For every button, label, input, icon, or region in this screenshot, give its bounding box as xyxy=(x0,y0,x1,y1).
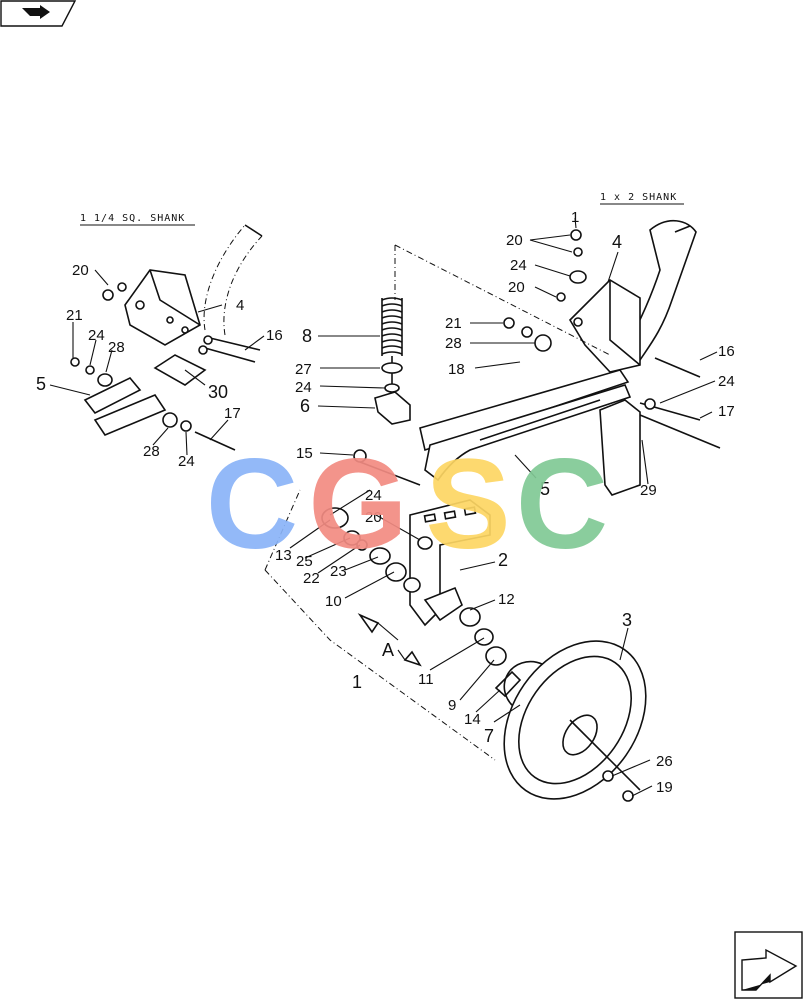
callout-20-right: 20 xyxy=(506,232,523,249)
shank-label-left: 1 1/4 SQ. SHANK xyxy=(80,213,185,224)
callout-3: 3 xyxy=(622,610,632,630)
callout-29: 29 xyxy=(640,482,657,499)
callout-20-left: 20 xyxy=(72,262,89,279)
callout-21-mid: 21 xyxy=(445,315,462,332)
watermark-letter: C xyxy=(206,433,298,576)
callout-26: 26 xyxy=(656,753,673,770)
callout-28-mid: 28 xyxy=(445,335,462,352)
callout-10: 10 xyxy=(325,593,342,610)
callout-21-left: 21 xyxy=(66,307,83,324)
callout-20-right-2: 20 xyxy=(508,279,525,296)
callout-12: 12 xyxy=(498,591,515,608)
left-subassembly xyxy=(49,224,265,456)
forward-arrow-icon xyxy=(741,948,798,991)
callout-23: 23 xyxy=(330,563,347,580)
callout-8: 8 xyxy=(302,326,312,346)
watermark-letter: G xyxy=(308,433,408,576)
callout-1-bottom: 1 xyxy=(352,672,362,692)
main-subassembly xyxy=(264,244,653,802)
right-subassembly xyxy=(470,217,721,496)
back-arrow-icon xyxy=(22,5,50,19)
callout-17-left: 17 xyxy=(224,405,241,422)
callout-13: 13 xyxy=(275,547,292,564)
callout-11: 11 xyxy=(418,671,434,688)
callout-24-left: 24 xyxy=(88,327,105,344)
callout-18: 18 xyxy=(448,361,465,378)
watermark-letter: C xyxy=(516,433,608,576)
callout-6: 6 xyxy=(300,396,310,416)
callout-17-right: 17 xyxy=(718,403,735,420)
callout-4-left: 4 xyxy=(236,297,244,314)
callout-9: 9 xyxy=(448,697,456,714)
callout-28-left: 28 xyxy=(108,339,125,356)
callout-24-right: 24 xyxy=(510,257,527,274)
callout-25: 25 xyxy=(296,553,313,570)
callout-24-mid: 24 xyxy=(295,379,312,396)
callout-15: 15 xyxy=(296,445,313,462)
callouts: 1 20 4 24 20 21 28 18 8 27 24 6 16 24 17… xyxy=(36,209,735,796)
callout-27: 27 xyxy=(295,361,312,378)
callout-7: 7 xyxy=(484,726,494,746)
callout-16-left: 16 xyxy=(266,327,283,344)
detail-label-a: A xyxy=(382,640,394,660)
next-page-tab[interactable] xyxy=(734,931,803,999)
callout-28-left-2: 28 xyxy=(143,443,160,460)
callout-4-right: 4 xyxy=(612,232,622,252)
watermark-letter: S xyxy=(425,433,510,576)
callout-19: 19 xyxy=(656,779,673,796)
callout-20-center: 20 xyxy=(365,509,382,526)
previous-page-tab[interactable] xyxy=(0,0,77,27)
shank-label-right: 1 x 2 SHANK xyxy=(600,192,677,203)
callout-16-right: 16 xyxy=(718,343,735,360)
callout-24-right-2: 24 xyxy=(718,373,735,390)
callout-5-left: 5 xyxy=(36,374,46,394)
callout-24-left-2: 24 xyxy=(178,453,195,470)
callout-30: 30 xyxy=(208,382,228,402)
callout-2: 2 xyxy=(498,550,508,570)
callout-24-center: 24 xyxy=(365,487,382,504)
callout-14: 14 xyxy=(464,711,481,728)
callout-5-right: 5 xyxy=(540,479,550,499)
callout-22: 22 xyxy=(303,570,320,587)
callout-1-top: 1 xyxy=(571,209,579,226)
